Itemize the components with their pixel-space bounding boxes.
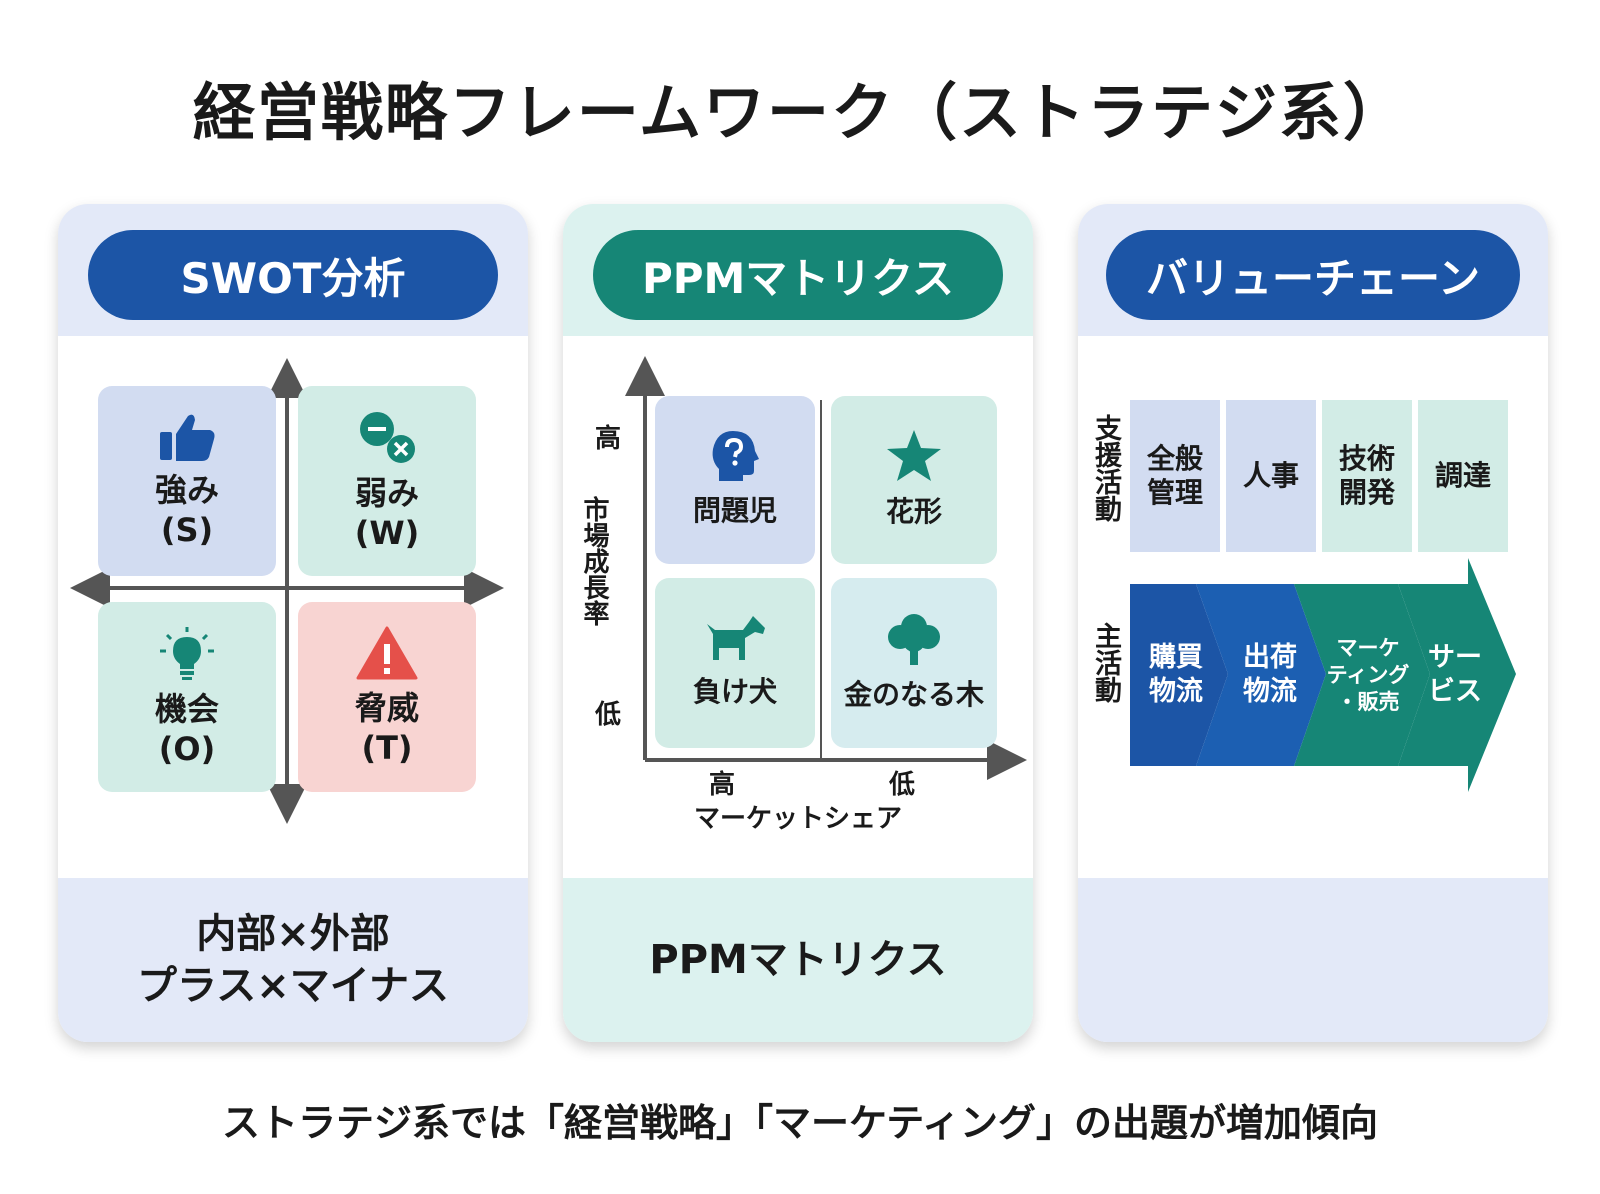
- swot-caption-line2: プラス×マイナス: [137, 963, 449, 1009]
- swot-strengths-label: 強み: [154, 471, 219, 509]
- ppm-star: 花形: [831, 396, 997, 564]
- value-chain-panel: バリューチェーン 支援活動 全般管理 人事 技術開発 調達 主活動 購買物流 出…: [1078, 204, 1548, 1042]
- swot-threats-label: 脅威: [354, 689, 419, 727]
- swot-threats-code: (T): [361, 729, 413, 767]
- ppm-question-mark-label: 問題児: [692, 494, 777, 527]
- question-head-icon: [712, 431, 759, 481]
- ppm-question-mark: 問題児: [655, 396, 815, 564]
- ppm-y-low: 低: [595, 700, 622, 730]
- ppm-x-axis-label: マーケットシェア: [693, 804, 902, 834]
- ppm-caption: PPMマトリクス: [649, 937, 947, 983]
- swot-axes: [70, 358, 504, 824]
- star-icon: [887, 430, 941, 481]
- ppm-star-label: 花形: [885, 495, 942, 528]
- chevron-marketing: [1294, 584, 1430, 766]
- ppm-axes: [625, 356, 1027, 780]
- value-chain-header: バリューチェーン: [1106, 230, 1520, 320]
- footer-note: ストラテジ系では「経営戦略」「マーケティング」の出題が増加傾向: [222, 1101, 1378, 1145]
- chevron-service: [1398, 558, 1516, 792]
- dog-icon: [707, 616, 765, 660]
- thumbs-up-icon: [160, 414, 215, 461]
- chevron-outbound: [1196, 584, 1326, 766]
- primary-activities-arrow: [1130, 558, 1516, 792]
- ppm-x-high: 高: [709, 770, 736, 800]
- swot-opportunities-code: (O): [158, 730, 216, 768]
- ppm-x-low: 低: [889, 770, 916, 800]
- ppm-y-high: 高: [595, 424, 622, 454]
- swot-caption-band: [58, 878, 528, 1042]
- swot-weaknesses: 弱み (W): [298, 386, 476, 576]
- tree-icon: [888, 614, 940, 665]
- support-activities-label: 支援活動: [1090, 414, 1121, 522]
- page-title: 経営戦略フレームワーク（ストラテジ系）: [192, 76, 1408, 149]
- swot-opportunities-label: 機会: [154, 690, 219, 728]
- swot-strengths: 強み (S): [98, 386, 276, 576]
- ppm-header: PPMマトリクス: [593, 230, 1003, 320]
- primary-inbound-logistics: 購買物流: [1149, 642, 1203, 707]
- swot-strengths-code: (S): [160, 511, 214, 549]
- swot-opportunities: 機会 (O): [98, 602, 276, 792]
- lightbulb-icon: [160, 627, 214, 680]
- primary-service: サービス: [1428, 642, 1482, 707]
- primary-outbound-logistics: 出荷物流: [1243, 642, 1297, 707]
- primary-marketing-sales: マーケティング・販売: [1326, 635, 1410, 714]
- ppm-cash-cow: 金のなる木: [831, 578, 997, 748]
- warning-icon: [356, 626, 418, 680]
- primary-activities-label: 主活動: [1090, 622, 1121, 703]
- support-general-management: 全般管理: [1130, 400, 1220, 552]
- support-technology: 技術開発: [1322, 400, 1412, 552]
- minus-cross-icon: [360, 412, 415, 463]
- ppm-dog-label: 負け犬: [692, 675, 777, 708]
- chevron-inbound: [1130, 584, 1228, 766]
- ppm-y-axis-label: 市場成長率: [579, 496, 609, 626]
- swot-weaknesses-code: (W): [354, 514, 420, 552]
- value-chain-caption-band: [1078, 878, 1548, 1042]
- ppm-dog: 負け犬: [655, 578, 815, 748]
- swot-threats: 脅威 (T): [298, 602, 476, 792]
- ppm-caption-band: [563, 878, 1033, 1042]
- swot-caption: 内部×外部 プラス×マイナス: [58, 878, 528, 1042]
- swot-panel: SWOT分析 強み (S) 弱み (W): [58, 204, 528, 1042]
- swot-caption-line1: 内部×外部: [196, 911, 390, 957]
- support-procurement: 調達: [1418, 400, 1508, 552]
- ppm-panel: PPMマトリクス 高 低 市場成長率 問題児 花形 負け犬: [563, 204, 1033, 1042]
- swot-header: SWOT分析: [88, 230, 498, 320]
- ppm-cash-cow-label: 金のなる木: [843, 678, 984, 711]
- swot-weaknesses-label: 弱み: [354, 474, 419, 512]
- support-hr: 人事: [1226, 400, 1316, 552]
